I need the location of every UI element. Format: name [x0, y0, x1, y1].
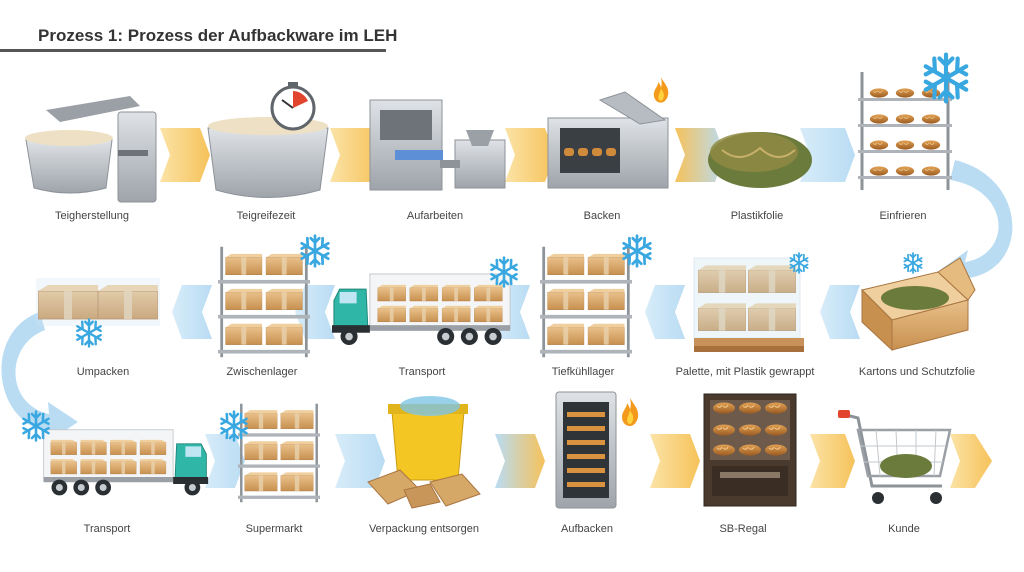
step-label-supermarkt: Supermarkt: [245, 523, 303, 535]
waste-bin-icon: [367, 396, 481, 509]
cold-storage-shelf-icon: [540, 234, 652, 358]
processing-machine-icon: [369, 99, 506, 191]
repack-boxes-icon: [36, 278, 160, 348]
step-label-kunde: Kunde: [888, 523, 920, 535]
step-label-zwischenlager: Zwischenlager: [226, 366, 298, 378]
step-label-backen: Backen: [583, 210, 621, 222]
self-service-shelf-icon: [703, 393, 797, 507]
snowflake-icon: [903, 252, 923, 274]
bake-off-oven-icon: [555, 391, 639, 509]
truck-icon: [332, 256, 518, 345]
truck-icon: [44, 430, 209, 496]
wrapped-bread-icon: [708, 132, 812, 188]
step-label-teigherstellung: Teigherstellung: [55, 210, 129, 222]
flame-icon: [622, 398, 639, 426]
shopping-cart-icon: [838, 410, 952, 504]
step-label-umpacken: Umpacken: [76, 366, 130, 378]
step-label-aufbacken: Aufbacken: [561, 523, 613, 535]
flow-turn-left: [1, 312, 78, 444]
flame-icon: [653, 77, 669, 103]
step-label-teigreifezeit: Teigreifezeit: [236, 210, 296, 222]
step-label-verpackung-entsorgen: Verpackung entsorgen: [368, 523, 480, 535]
step-label-sb-regal: SB-Regal: [719, 523, 767, 535]
step-label-tiefkuehllager: Tiefkühllager: [551, 366, 615, 378]
freezer-rack-icon: [858, 55, 966, 190]
flow-arrows-row-3: [205, 434, 992, 488]
carton-icon: [861, 252, 976, 352]
mixer-icon: [25, 96, 157, 203]
step-label-transport-2: Transport: [83, 523, 131, 535]
step-label-palette: Palette, mit Plastik gewrappt: [675, 366, 815, 378]
dough-bowl-timer-icon: [207, 82, 329, 198]
title-underline: [0, 49, 386, 52]
page-title: Prozess 1: Prozess der Aufbackware im LE…: [38, 26, 398, 45]
step-label-plastikfolie: Plastikfolie: [730, 210, 784, 222]
oven-icon: [547, 77, 669, 189]
step-label-einfrieren: Einfrieren: [879, 210, 927, 222]
step-label-kartons-und-schutzfolie: Kartons und Schutzfolie: [858, 366, 976, 378]
step-label-aufarbeiten: Aufarbeiten: [406, 210, 464, 222]
flow-turn-right: [940, 160, 1013, 290]
step-label-transport-1: Transport: [398, 366, 446, 378]
pallet-icon: [693, 252, 809, 352]
